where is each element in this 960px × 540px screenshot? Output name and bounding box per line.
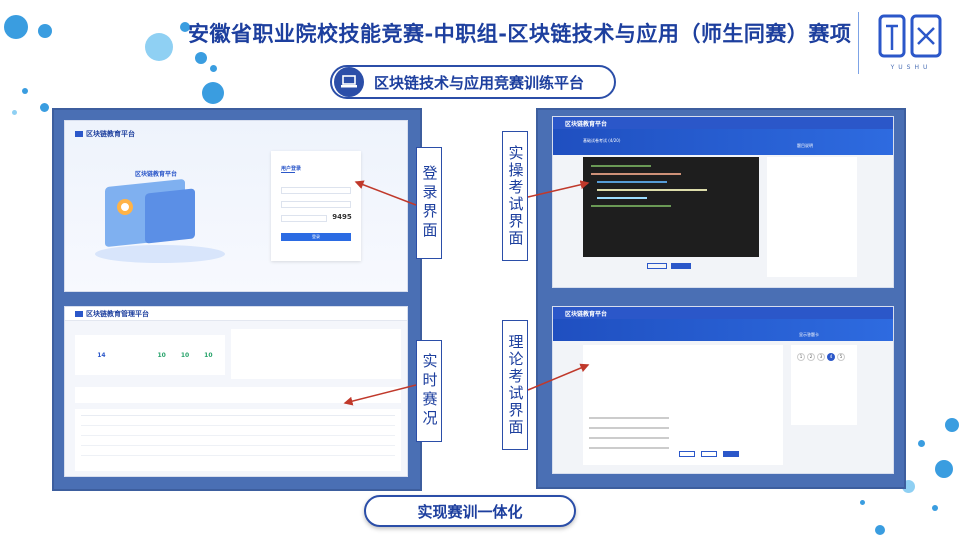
- stat-value: 10: [180, 351, 190, 359]
- stats-card-b: 10 10 10: [150, 339, 220, 371]
- question-area: [583, 345, 783, 465]
- logo-subtitle: YUSHU: [890, 64, 932, 71]
- decor-dot: [918, 440, 925, 447]
- answer-number[interactable]: 4: [827, 353, 835, 361]
- exam-title: 基础试卷考试 (4/20): [583, 138, 621, 143]
- practical-exam-screenshot: 区块链教育平台 基础试卷考试 (4/20) 题目说明: [552, 116, 894, 288]
- decor-dot: [22, 88, 28, 94]
- decor-dot: [145, 33, 173, 61]
- brand-logo: YUSHU: [876, 10, 946, 74]
- exam-submit-buttons[interactable]: [647, 263, 691, 269]
- exam-banner: 基础试卷考试 (4/20): [553, 129, 893, 155]
- theory-banner: 显示答题卡: [553, 319, 893, 341]
- answer-number[interactable]: 2: [807, 353, 815, 361]
- answer-number[interactable]: 3: [817, 353, 825, 361]
- realtime-label: 实时赛况: [416, 340, 442, 442]
- book-icon: [75, 310, 83, 317]
- right-screenshots-frame: 区块链教育平台 基础试卷考试 (4/20) 题目说明 区块链教育平台 显示答题卡: [536, 108, 906, 489]
- decor-dot: [860, 500, 865, 505]
- logo-divider: [858, 12, 859, 74]
- decor-dot: [202, 82, 224, 104]
- records-table-top: [231, 329, 401, 379]
- login-form: 用户登录 9495 登录: [271, 151, 361, 261]
- password-field[interactable]: [281, 201, 351, 208]
- decor-dot: [935, 460, 953, 478]
- answer-number[interactable]: 1: [797, 353, 805, 361]
- question-panel-title: 题目说明: [797, 143, 813, 148]
- login-button[interactable]: 登录: [281, 233, 351, 241]
- login-brand: 区块链教育平台: [86, 130, 135, 138]
- username-field[interactable]: [281, 187, 351, 194]
- practical-label: 实操考试界面: [502, 131, 528, 261]
- theory-exam-screenshot: 区块链教育平台 显示答题卡 1 2 3 4 5: [552, 306, 894, 474]
- question-panel: 题目说明: [767, 143, 857, 277]
- captcha-image[interactable]: 9495: [332, 213, 352, 221]
- admin-brand: 区块链教育管理平台: [86, 309, 149, 318]
- decor-dot: [945, 418, 959, 432]
- hero-illustration: 区块链教育平台: [95, 161, 235, 271]
- theory-nav-buttons[interactable]: [679, 451, 739, 457]
- admin-dashboard-screenshot: 区块链教育管理平台 14 0 0 10 10 10: [64, 306, 408, 477]
- decor-dot: [932, 505, 938, 511]
- decor-dot: [195, 52, 207, 64]
- decor-dot: [210, 65, 217, 72]
- left-screenshots-frame: 区块链教育平台 区块链教育平台 用户登录 9495 登录 区块链教育管理平台 1…: [52, 108, 422, 491]
- captcha-field[interactable]: [281, 215, 327, 222]
- platform-banner: 区块链技术与应用竞赛训练平台: [330, 65, 616, 99]
- competition-tabs: [75, 387, 401, 403]
- bottom-slogan: 实现赛训一体化: [364, 495, 576, 527]
- code-editor[interactable]: [583, 157, 759, 257]
- theory-label-text: 理论考试界面: [506, 334, 525, 436]
- stat-value: 10: [157, 351, 166, 359]
- login-label-text: 登录界面: [420, 165, 439, 241]
- decor-dot: [875, 525, 885, 535]
- practical-brand: 区块链教育平台: [565, 120, 608, 128]
- realtime-label-text: 实时赛况: [420, 353, 439, 429]
- page-title: 安徽省职业院校技能竞赛-中职组-区块链技术与应用（师生同赛）赛项: [188, 22, 852, 46]
- book-icon: [75, 131, 83, 137]
- logo-glyph-icon: [878, 14, 942, 58]
- answer-card: 1 2 3 4 5: [791, 345, 857, 425]
- practical-label-text: 实操考试界面: [506, 145, 525, 247]
- login-label: 登录界面: [416, 147, 442, 259]
- decor-dot: [180, 22, 190, 32]
- stat-value: 14: [97, 351, 106, 359]
- decor-dot: [40, 103, 49, 112]
- hero-title: 区块链教育平台: [135, 171, 178, 178]
- answer-card-title: 显示答题卡: [799, 332, 819, 337]
- decor-dot: [4, 15, 28, 39]
- answer-number[interactable]: 5: [837, 353, 845, 361]
- login-screenshot: 区块链教育平台 区块链教育平台 用户登录 9495 登录: [64, 120, 408, 292]
- login-form-title: 用户登录: [281, 166, 302, 172]
- decor-dot: [38, 24, 52, 38]
- stat-value: 10: [204, 351, 213, 359]
- theory-brand: 区块链教育平台: [565, 310, 608, 318]
- laptop-icon: [334, 67, 364, 97]
- platform-label: 区块链技术与应用竞赛训练平台: [374, 73, 585, 92]
- decor-dot: [12, 110, 17, 115]
- theory-label: 理论考试界面: [502, 320, 528, 450]
- results-table: [75, 409, 401, 471]
